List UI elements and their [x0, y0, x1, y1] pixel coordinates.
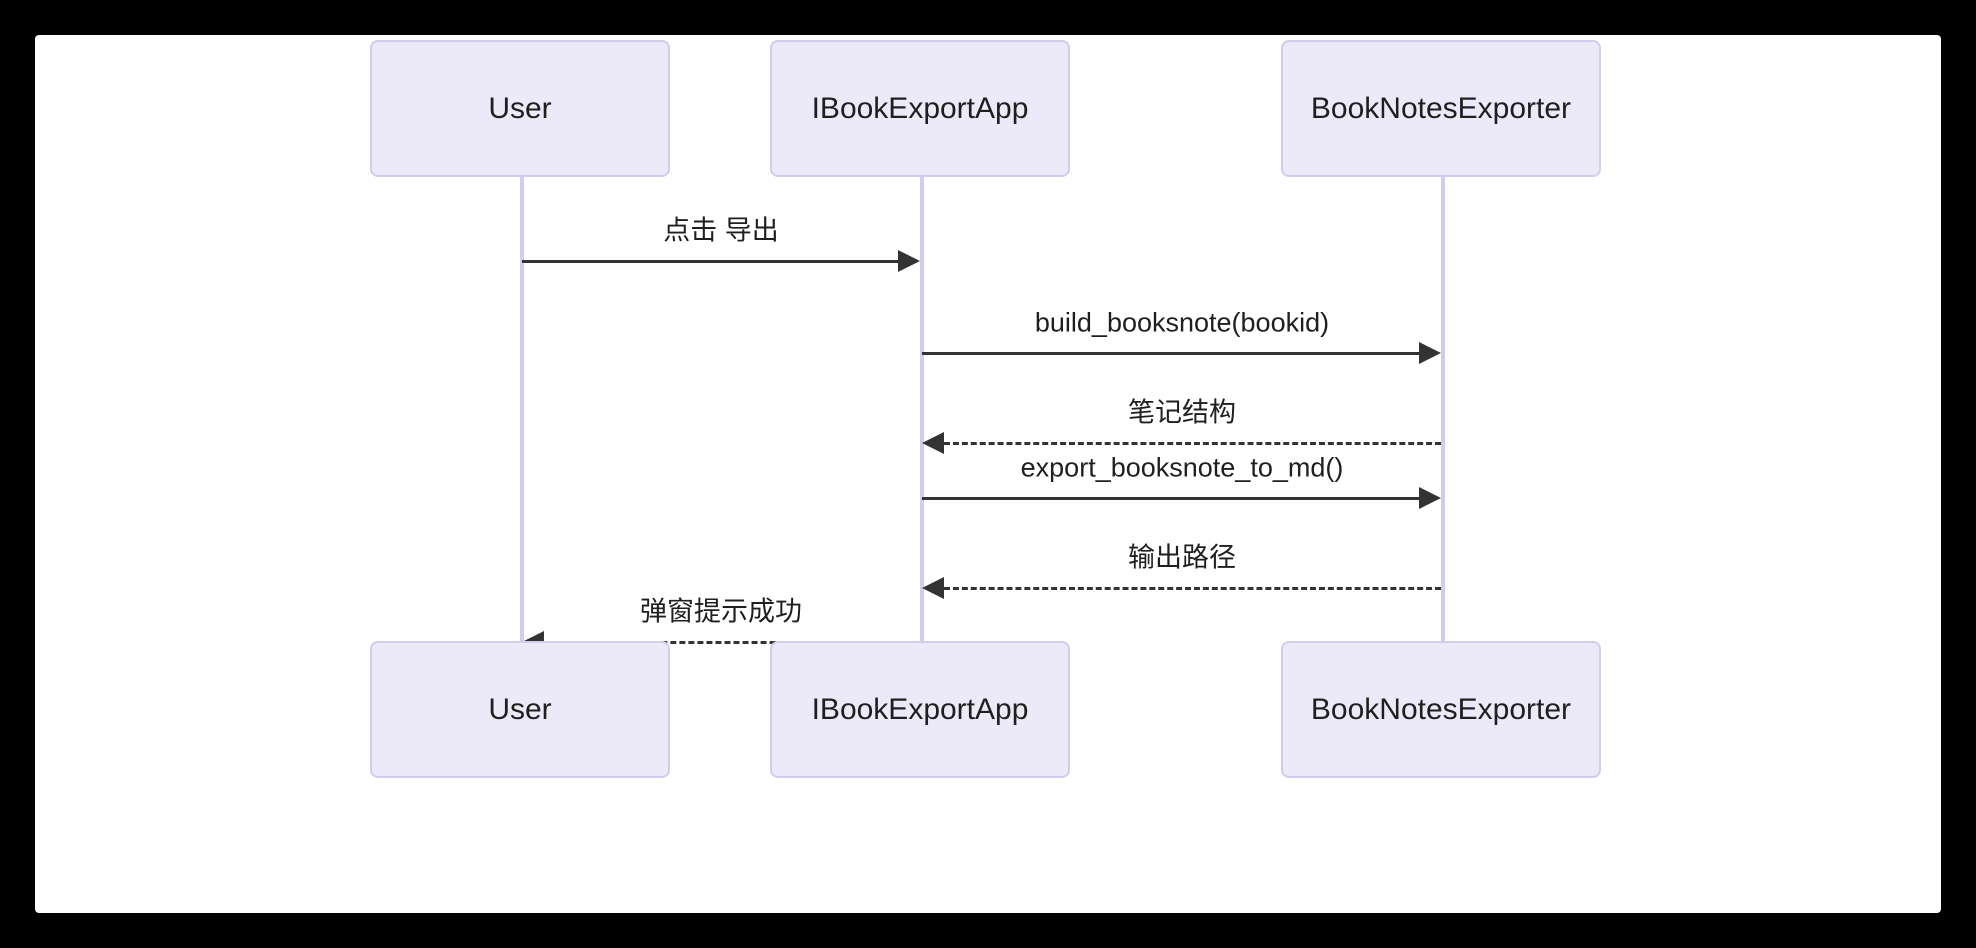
lifeline-user — [520, 177, 524, 641]
participant-label-booknotesexporter-bottom: BookNotesExporter — [1310, 692, 1572, 726]
sequence-diagram-panel: User IBookExportApp BookNotesExporter 点击… — [35, 35, 1941, 913]
participant-label-user-top: User — [488, 91, 552, 125]
message-1-arrowhead — [898, 250, 920, 272]
message-4-label: export_booksnote_to_md() — [1020, 452, 1344, 483]
participant-label-user-bottom: User — [488, 692, 552, 726]
message-2-line — [922, 352, 1419, 355]
participant-label-ibookexportapp-top: IBookExportApp — [811, 91, 1029, 125]
participant-box-booknotesexporter-bottom[interactable]: BookNotesExporter — [1281, 641, 1601, 778]
message-4-line — [922, 497, 1419, 500]
message-3-arrowhead — [922, 432, 944, 454]
message-2-label: build_booksnote(bookid) — [1034, 307, 1330, 338]
message-5-arrowhead — [922, 577, 944, 599]
participant-label-booknotesexporter-top: BookNotesExporter — [1310, 91, 1572, 125]
message-5-label: 输出路径 — [1128, 542, 1236, 573]
participant-box-ibookexportapp-top[interactable]: IBookExportApp — [770, 40, 1070, 177]
participant-box-user-top[interactable]: User — [370, 40, 670, 177]
message-4-arrowhead — [1419, 487, 1441, 509]
participant-label-ibookexportapp-bottom: IBookExportApp — [811, 692, 1029, 726]
participant-box-booknotesexporter-top[interactable]: BookNotesExporter — [1281, 40, 1601, 177]
lifeline-booknotesexporter — [1441, 177, 1445, 641]
participant-box-ibookexportapp-bottom[interactable]: IBookExportApp — [770, 641, 1070, 778]
message-1-line — [522, 260, 898, 263]
lifeline-ibookexportapp — [920, 177, 924, 641]
message-6-label: 弹窗提示成功 — [640, 596, 802, 627]
message-1-label: 点击 导出 — [663, 215, 779, 246]
message-3-label: 笔记结构 — [1128, 397, 1236, 428]
message-3-line — [944, 442, 1441, 445]
message-6-line — [544, 641, 920, 644]
message-5-line — [944, 587, 1441, 590]
participant-box-user-bottom[interactable]: User — [370, 641, 670, 778]
message-2-arrowhead — [1419, 342, 1441, 364]
